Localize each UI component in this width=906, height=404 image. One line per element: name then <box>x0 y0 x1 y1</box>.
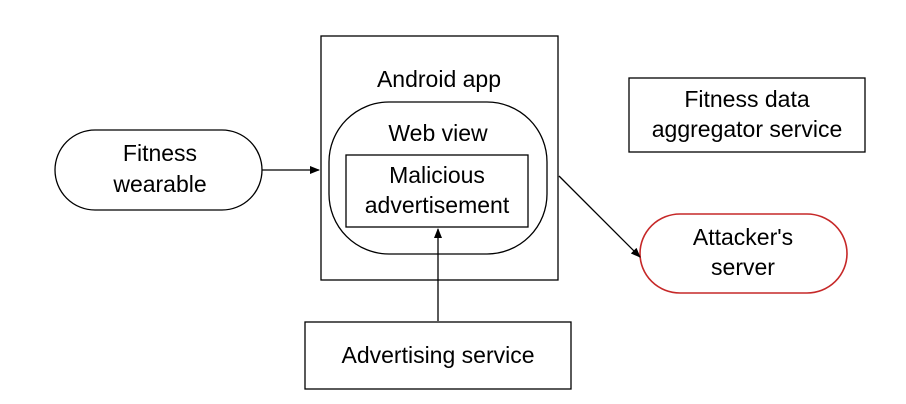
attacker-server-line2: server <box>711 254 775 280</box>
aggregator-line2: aggregator service <box>652 116 843 142</box>
aggregator-box <box>628 77 866 153</box>
advertising-service-label: Advertising service <box>341 342 534 368</box>
fitness-wearable-line2: wearable <box>112 171 206 197</box>
aggregator-line1: Fitness data <box>684 86 809 112</box>
android-app-box <box>320 35 559 281</box>
advertising-service-box <box>304 321 572 390</box>
attacker-server-line1: Attacker's <box>693 224 793 250</box>
malicious-ad-box <box>345 154 529 228</box>
fitness-wearable-line1: Fitness <box>123 140 197 166</box>
web-view-label: Web view <box>388 120 488 146</box>
malicious-ad-line2: advertisement <box>365 192 510 218</box>
android-app-label: Android app <box>377 66 501 92</box>
arrow-app-to-attacker-server <box>558 175 641 258</box>
malicious-ad-line1: Malicious <box>389 162 485 188</box>
